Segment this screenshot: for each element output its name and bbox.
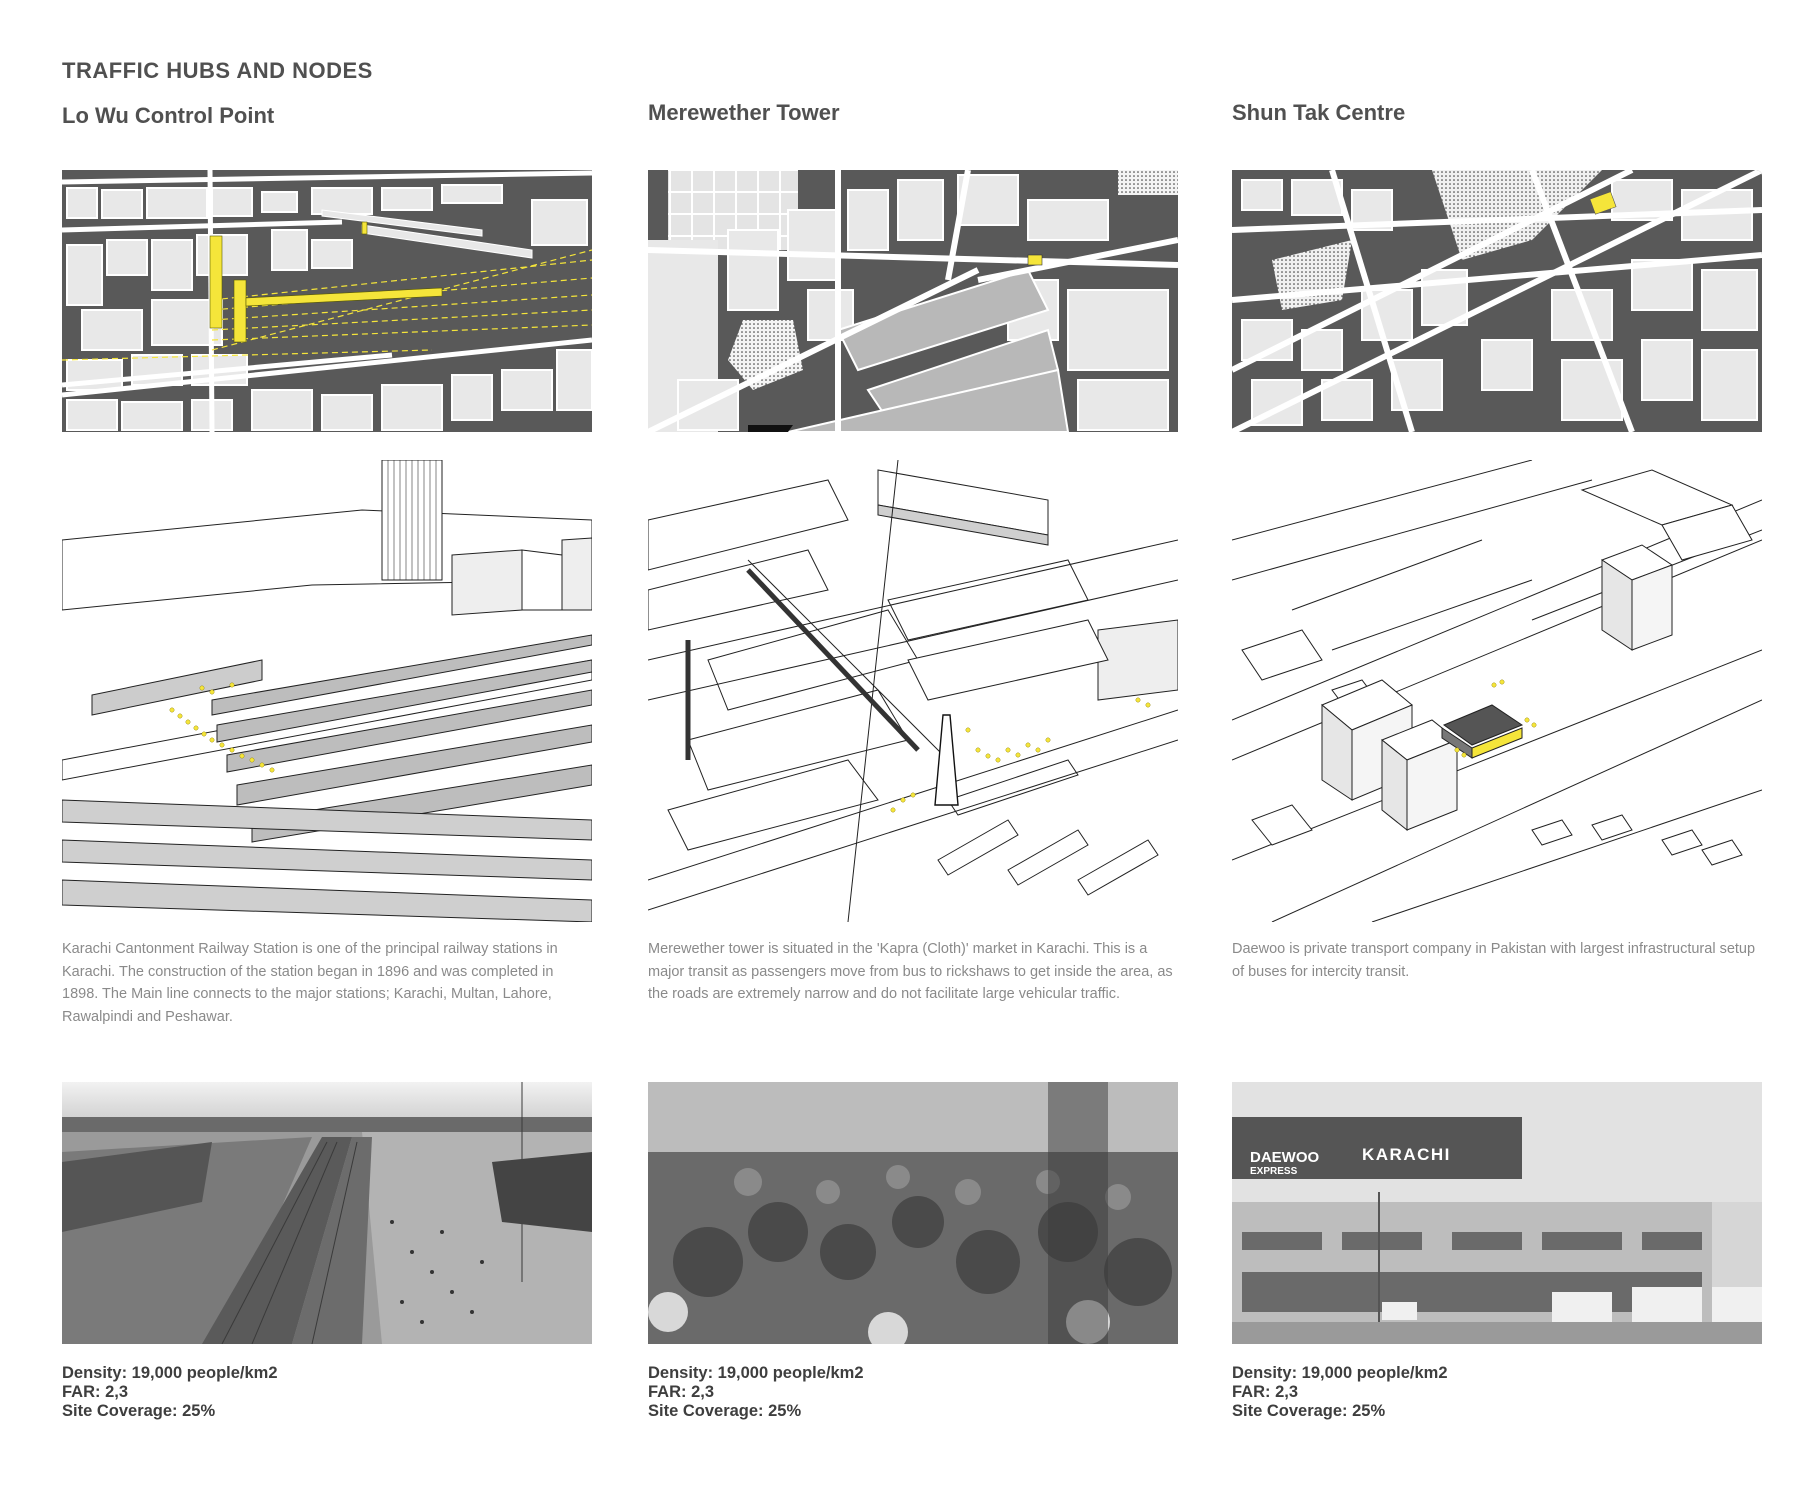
stat-site-coverage: Site Coverage: 25% <box>62 1402 216 1420</box>
stats-shun-tak: Density: 19,000 people/km2 FAR: 2,3 Site… <box>1232 1364 1448 1421</box>
sign-brand-sub: EXPRESS <box>1250 1166 1298 1177</box>
column-title-shun-tak: Shun Tak Centre <box>1232 100 1406 125</box>
stat-far: FAR: 2,3 <box>1232 1383 1299 1401</box>
stat-density: Density: 19,000 people/km2 <box>1232 1364 1448 1382</box>
stat-site-coverage: Site Coverage: 25% <box>1232 1402 1386 1420</box>
description-shun-tak: Daewoo is private transport company in P… <box>1232 941 1756 980</box>
stat-site-coverage: Site Coverage: 25% <box>648 1402 802 1420</box>
stat-density: Density: 19,000 people/km2 <box>62 1364 278 1382</box>
stat-far: FAR: 2,3 <box>62 1383 129 1401</box>
site-map-lo-wu <box>62 170 592 432</box>
axonometric-merewether <box>648 460 1178 922</box>
description-lo-wu: Karachi Cantonment Railway Station is on… <box>62 941 558 1025</box>
photo-daewoo-terminal: DAEWOO EXPRESS KARACHI <box>1232 1082 1762 1344</box>
axonometric-lo-wu <box>62 460 592 922</box>
site-map-merewether <box>648 170 1178 432</box>
sign-city: KARACHI <box>1362 1145 1451 1164</box>
description-merewether: Merewether tower is situated in the 'Kap… <box>648 941 1173 1002</box>
site-map-shun-tak <box>1232 170 1762 432</box>
stat-far: FAR: 2,3 <box>648 1383 715 1401</box>
column-title-merewether: Merewether Tower <box>648 100 840 125</box>
photo-market <box>648 1082 1178 1344</box>
sign-brand: DAEWOO <box>1250 1149 1319 1166</box>
page-title: TRAFFIC HUBS AND NODES <box>62 58 373 83</box>
stats-lo-wu: Density: 19,000 people/km2 FAR: 2,3 Site… <box>62 1364 278 1421</box>
column-title-lo-wu: Lo Wu Control Point <box>62 103 275 128</box>
axonometric-shun-tak <box>1232 460 1762 922</box>
stat-density: Density: 19,000 people/km2 <box>648 1364 864 1382</box>
photo-railway-station <box>62 1082 592 1344</box>
stats-merewether: Density: 19,000 people/km2 FAR: 2,3 Site… <box>648 1364 864 1421</box>
